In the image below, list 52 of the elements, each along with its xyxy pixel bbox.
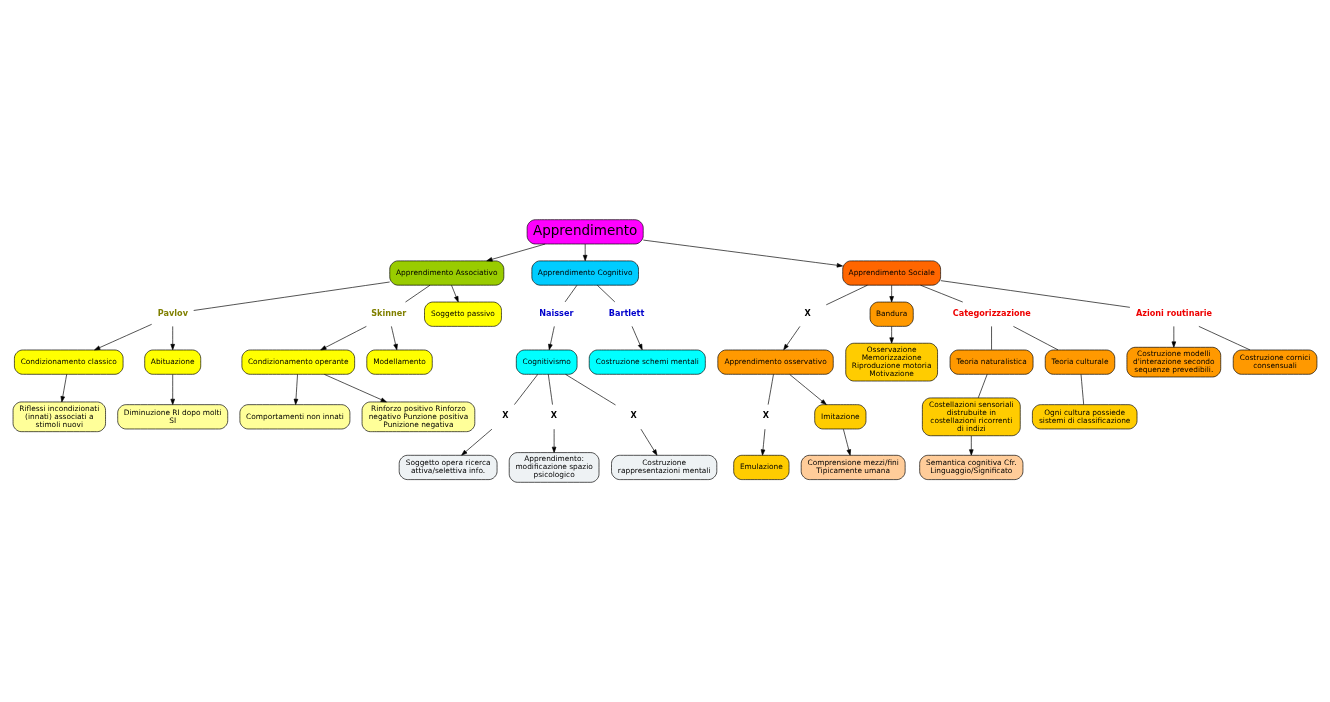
arrow [640, 428, 658, 456]
node-text: Categorizzazione [952, 307, 1031, 318]
arrow [548, 326, 555, 351]
node-text: Bartlett [608, 307, 645, 318]
arrow [324, 374, 387, 403]
arrow [789, 374, 827, 405]
connector [767, 374, 774, 405]
connector [564, 284, 578, 303]
arrow [451, 284, 459, 303]
arrow [760, 428, 766, 456]
connector [514, 374, 539, 405]
arrow [582, 243, 588, 262]
arrow [170, 374, 175, 405]
arrow [170, 326, 175, 351]
arrow [969, 435, 974, 456]
arrow [551, 428, 557, 453]
connector [1080, 374, 1085, 405]
arrow [391, 326, 398, 351]
node-text: X [630, 410, 637, 421]
node-text: X [502, 410, 509, 421]
connector [596, 284, 616, 303]
arrow [843, 428, 851, 456]
arrow [1171, 326, 1177, 348]
connector [565, 374, 616, 406]
connector [977, 374, 988, 399]
arrow [320, 326, 367, 351]
arrow [889, 326, 894, 344]
node-text: X [550, 410, 557, 421]
arrow [631, 326, 643, 351]
arrow [293, 374, 299, 405]
node-text: X [804, 307, 811, 318]
node-text: Naisser [539, 307, 574, 318]
connector [940, 280, 1131, 308]
connector [920, 284, 964, 303]
arrow [94, 323, 152, 351]
node-text: Azioni routinarie [1136, 307, 1213, 318]
node-box: Apprendimento [526, 219, 644, 245]
arrow [783, 326, 801, 351]
connector [193, 281, 390, 311]
arrow [889, 284, 894, 303]
arrow [60, 374, 68, 403]
arrow [461, 428, 493, 456]
connector [825, 284, 868, 306]
connector [547, 374, 553, 405]
arrow [643, 239, 843, 268]
node-text: Skinner [371, 307, 407, 318]
connector [1198, 326, 1251, 351]
node-text: Pavlov [157, 307, 188, 318]
connector [405, 284, 431, 303]
connector [1013, 326, 1059, 351]
arrow [486, 243, 546, 262]
node-text: X [762, 410, 769, 421]
